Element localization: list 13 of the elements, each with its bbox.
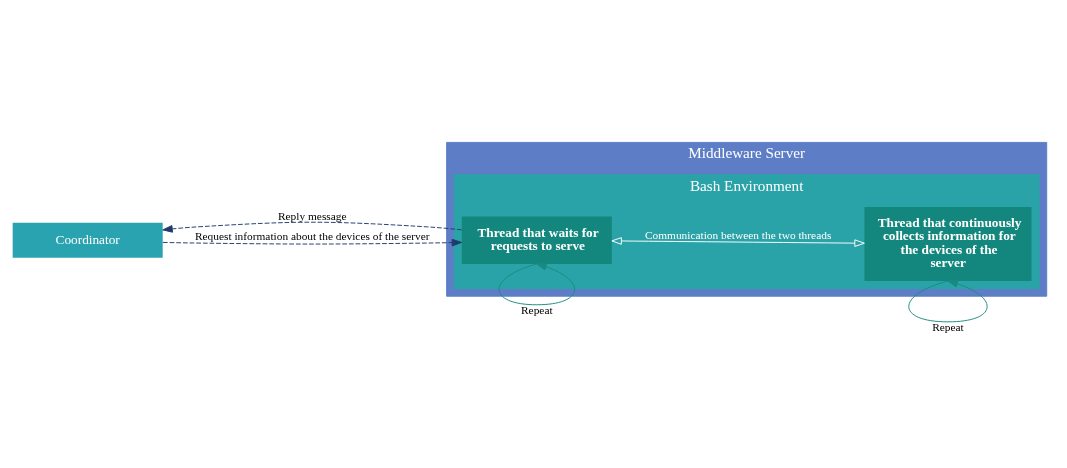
node-box: Thread that continuously collects information for the devices of the server [864,206,1032,281]
arrow [611,236,865,247]
arrow [162,238,463,246]
arrow [162,221,463,233]
node-box: Thread that waits for requests to serve [461,215,612,264]
edge-label: Communication between the two threads [644,228,832,241]
edge-label: Repeat [521,303,553,316]
edge-label: Request information about the devices of the server [194,229,430,242]
arrow [908,279,988,322]
node-box: Coordinator [12,222,163,258]
edge-label: Reply message [277,209,347,222]
arrow [498,262,575,305]
edge-label: Repeat [932,320,964,333]
